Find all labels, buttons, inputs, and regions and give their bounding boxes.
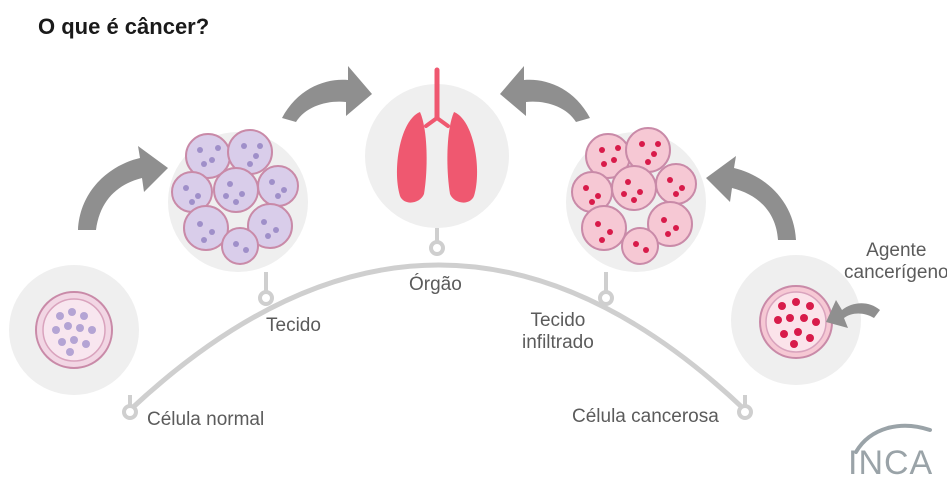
label-carcinogen-line1: Agente [844, 240, 947, 262]
label-normal-cell: Célula normal [147, 409, 264, 431]
label-carcinogen-line2: cancerígeno [844, 262, 947, 284]
organ-lungs-icon [365, 70, 509, 228]
label-organ: Órgão [409, 274, 462, 296]
inca-logo-text: INCA [848, 444, 933, 483]
infiltrated-tissue-icon [566, 128, 706, 272]
label-cancer-cell: Célula cancerosa [572, 406, 719, 428]
normal-cell-icon [9, 265, 139, 395]
label-infiltrated-tissue-line1: Tecido [522, 310, 594, 332]
page-title: O que é câncer? [38, 14, 209, 40]
label-infiltrated-tissue: Tecido infiltrado [522, 310, 594, 354]
label-infiltrated-tissue-line2: infiltrado [522, 332, 594, 354]
tissue-icon [168, 130, 308, 272]
label-carcinogen: Agente cancerígeno [844, 240, 947, 284]
label-tissue: Tecido [266, 315, 321, 337]
